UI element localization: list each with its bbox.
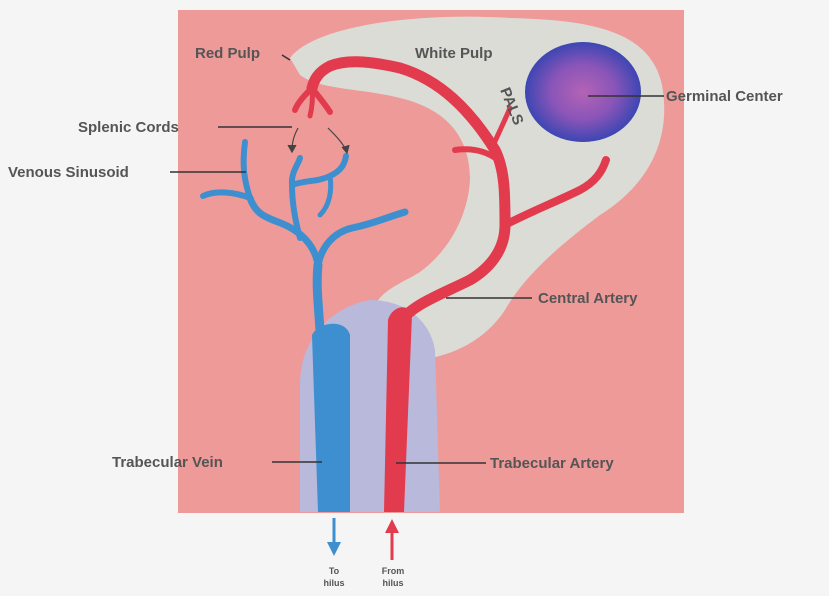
central-artery-label: Central Artery [538,290,638,307]
to-hilus-arrow [327,518,341,556]
to-hilus-label-line2: hilus [323,578,344,588]
trabecular-vein-label: Trabecular Vein [112,454,223,471]
venous-sinusoid-label: Venous Sinusoid [8,164,129,181]
splenic-cords-label: Splenic Cords [78,119,179,136]
germinal-center [525,42,641,142]
from-hilus-arrow [385,519,399,560]
trabecular-artery-label: Trabecular Artery [490,455,614,472]
from-hilus-label-line2: hilus [382,578,403,588]
to-hilus-label-line1: To [329,566,340,576]
germinal-center-label: Germinal Center [666,88,783,105]
trabecular-vein [312,324,350,512]
red-pulp-label: Red Pulp [195,45,260,62]
from-hilus-label-line1: From [382,566,405,576]
white-pulp-label: White Pulp [415,45,493,62]
